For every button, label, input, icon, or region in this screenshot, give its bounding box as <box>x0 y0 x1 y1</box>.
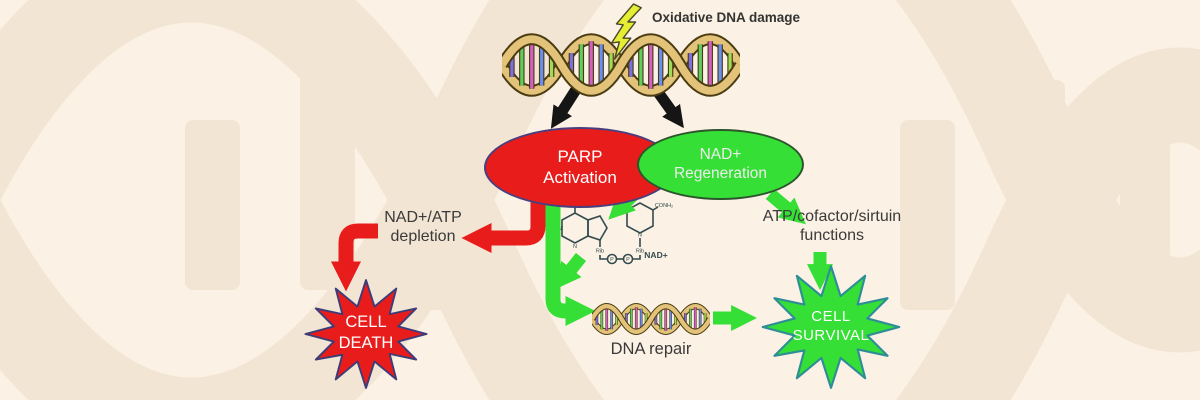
damage-arrow-left <box>550 85 582 129</box>
molecule-p2: P <box>626 257 630 263</box>
molecule-p1: P <box>610 257 614 263</box>
molecule-n-bottom: N <box>573 244 577 250</box>
diagram-title: Oxidative DNA damage <box>652 10 801 25</box>
arrow-nad-to-functions <box>765 189 806 225</box>
dna-helix-graphic <box>502 33 740 97</box>
arrow-parp-to-depletion <box>461 196 546 253</box>
dna-repair-helix-graphic <box>592 303 710 335</box>
parp-line2: Activation <box>543 167 617 187</box>
arrow-parp-to-repair <box>545 196 596 326</box>
dna-repair-label: DNA repair <box>610 340 692 358</box>
arrow-depletion-to-death <box>331 223 378 292</box>
molecule-nad-label: NAD+ <box>644 250 667 260</box>
molecule-n-ring: N <box>638 233 642 239</box>
nad-line2: Regeneration <box>673 164 768 182</box>
cell-death-label: CELL DEATH <box>338 313 394 352</box>
nad-molecule-graphic: NH₂ N N Rib P P Rib N CONH₂ NAD+ <box>558 201 673 265</box>
arrow-molecule-to-repair <box>555 252 587 290</box>
lightning-bolt-icon <box>611 3 642 60</box>
cell-survival-burst <box>761 265 901 389</box>
nad-regeneration-node: NAD+ Regeneration <box>637 129 804 200</box>
molecule-rib2: Rib <box>636 249 644 255</box>
molecule-conh2: CONH₂ <box>655 203 673 209</box>
nad-line1: NAD+ <box>699 145 742 163</box>
depletion-label: NAD+/ATP depletion <box>384 209 462 245</box>
molecule-rib1: Rib <box>596 249 604 255</box>
cell-survival-label: CELL SURVIVAL <box>792 308 870 344</box>
functions-label: ATP/cofactor/sirtuin functions <box>762 208 902 244</box>
parp-line1: PARP <box>557 146 603 166</box>
cell-death-burst <box>304 279 428 389</box>
